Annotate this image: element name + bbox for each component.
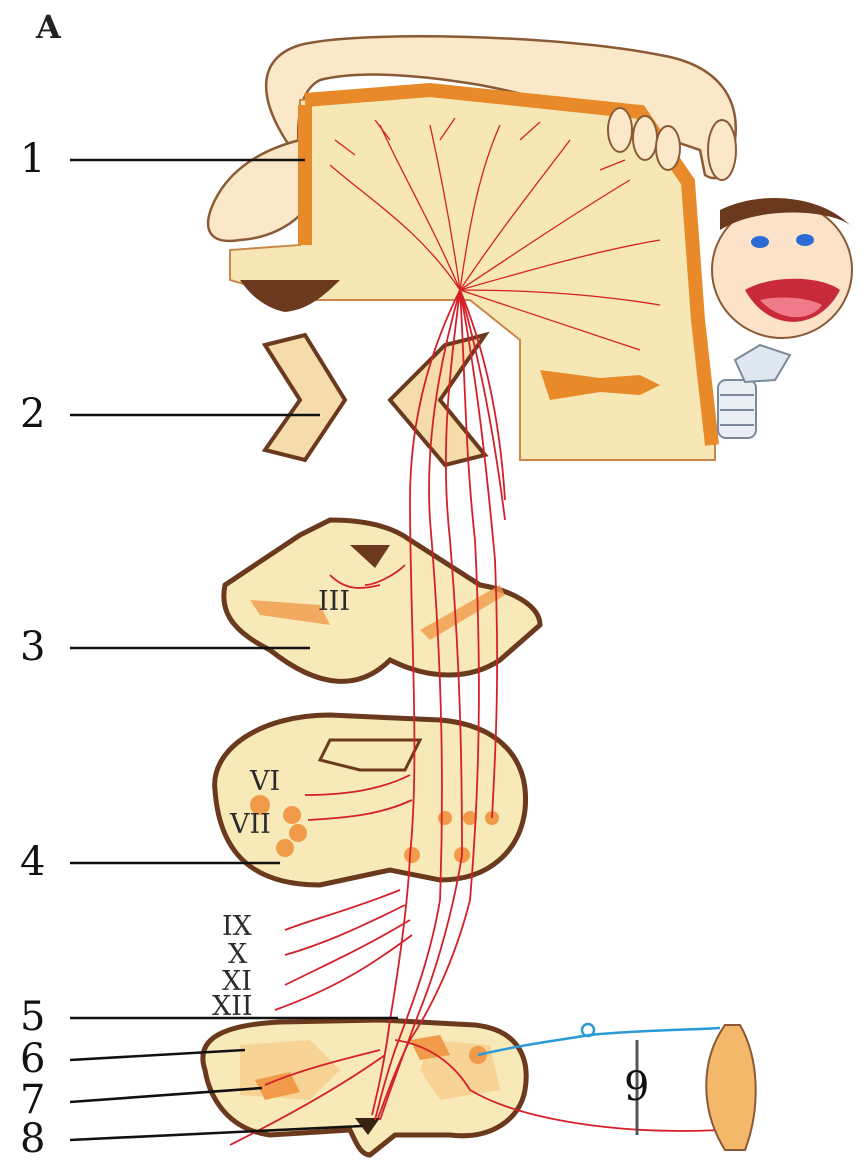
midbrain-section: III <box>224 520 540 681</box>
label-2: 2 <box>20 391 45 437</box>
label-5: 5 <box>20 994 45 1040</box>
label-4: 4 <box>20 839 45 885</box>
label-3: 3 <box>20 624 45 670</box>
nucleus-label-III: III <box>318 586 350 617</box>
label-9: 9 <box>624 1064 649 1110</box>
homunculus-foot <box>208 140 300 241</box>
larynx <box>718 345 790 438</box>
homunculus-face <box>712 198 852 338</box>
panel-label: A <box>35 8 62 46</box>
label-1: 1 <box>20 136 45 182</box>
nucleus-label-IX: IX <box>222 911 253 942</box>
nucleus-label-VI: VI <box>249 766 280 797</box>
skeletal-muscle <box>706 1025 755 1150</box>
label-2-group: 2 <box>20 391 320 437</box>
label-8: 8 <box>20 1116 45 1161</box>
nucleus-label-VII: VII <box>229 809 271 840</box>
label-6: 6 <box>20 1036 45 1082</box>
